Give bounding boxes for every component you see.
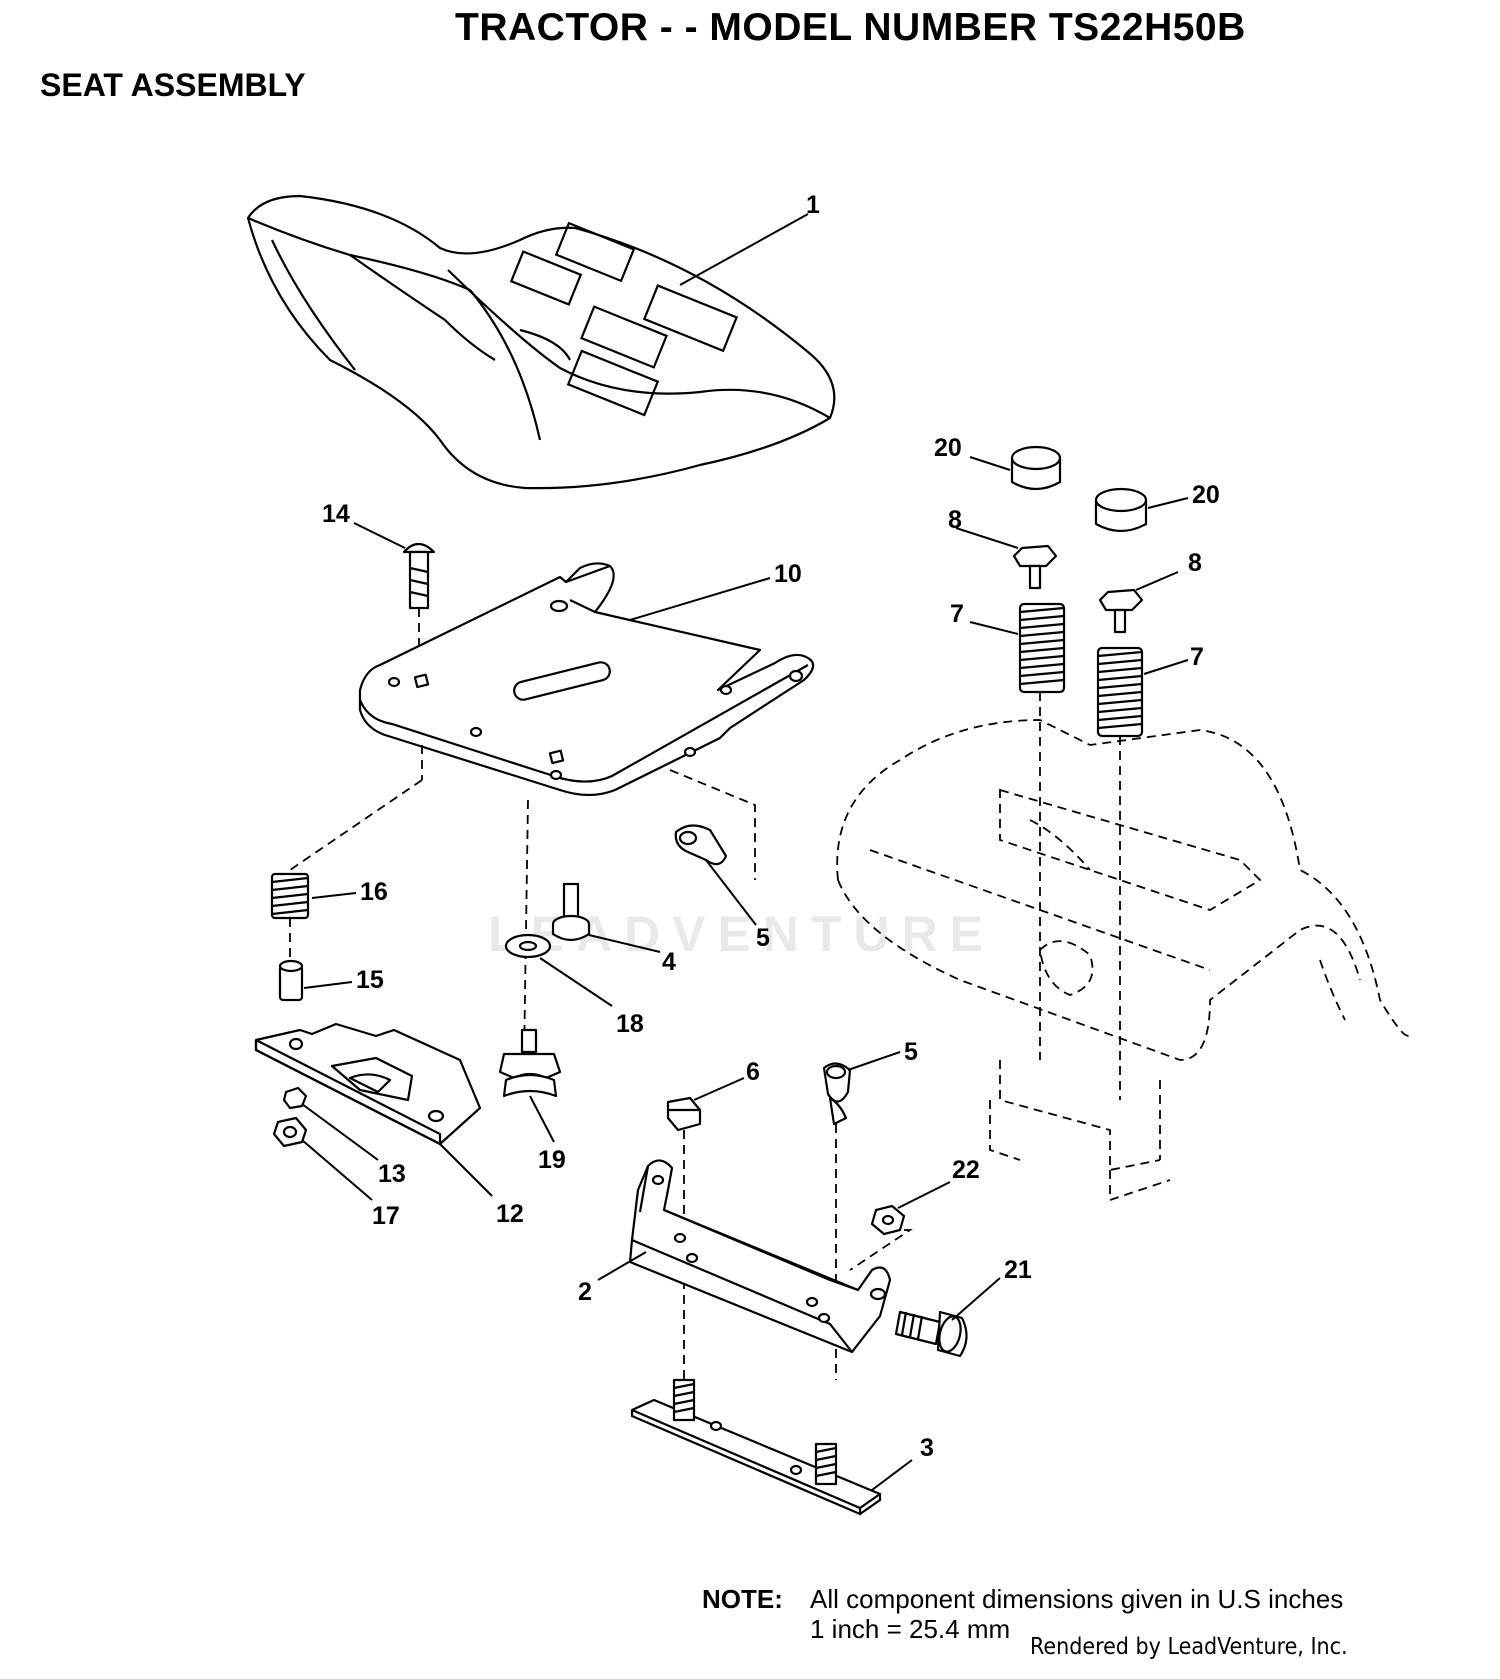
callout-22: 22 [952, 1156, 980, 1184]
callout-13: 13 [378, 1160, 406, 1188]
callout-12: 12 [496, 1200, 524, 1228]
callout-5b: 5 [904, 1038, 918, 1066]
washer-part: 18 [504, 933, 644, 1038]
callout-8a: 8 [948, 506, 962, 534]
fender-reference [836, 719, 1411, 1202]
seat-pan-part: 10 [289, 560, 815, 1061]
callout-20a: 20 [934, 434, 962, 462]
callout-14: 14 [322, 500, 350, 528]
callout-16: 16 [360, 878, 388, 906]
callout-7a: 7 [950, 600, 964, 628]
callout-2: 2 [578, 1278, 592, 1306]
callout-18: 18 [616, 1010, 644, 1038]
note-line-2: 1 inch = 25.4 mm [810, 1614, 1011, 1644]
nut-part-17: 17 [272, 1116, 400, 1230]
callout-10: 10 [774, 560, 802, 588]
callout-21: 21 [1004, 1256, 1032, 1284]
spacer-part-left: 20 [934, 434, 1062, 491]
small-spring-part: 16 [270, 872, 388, 970]
spring-part-right: 7 [1096, 643, 1204, 1100]
callout-19: 19 [538, 1146, 566, 1174]
callout-6: 6 [746, 1058, 760, 1086]
slide-bracket-part: 12 [254, 1022, 524, 1228]
callout-1: 1 [806, 191, 820, 219]
section-title: SEAT ASSEMBLY [40, 67, 306, 103]
nut-part-13: 13 [282, 1086, 406, 1188]
note-line-1: All component dimensions given in U.S in… [810, 1584, 1344, 1614]
callout-17: 17 [372, 1202, 400, 1230]
callout-15: 15 [356, 966, 384, 994]
hex-screw-part-right: 8 [1098, 549, 1202, 634]
knob-part: 19 [498, 1028, 566, 1174]
shoulder-bolt-part: 4 [551, 882, 676, 976]
callout-4: 4 [662, 948, 676, 976]
hex-screw-part-left: 8 [948, 506, 1058, 590]
clip-part-upper: 5 [674, 824, 770, 952]
callout-20b: 20 [1192, 481, 1220, 509]
seat-part: 1 [246, 191, 836, 490]
note-text: All component dimensions given in U.S in… [810, 1584, 1343, 1644]
bushing-part: 15 [278, 959, 384, 1002]
nut-part-22: 22 [849, 1156, 980, 1271]
dimension-note: NOTE: All component dimensions given in U… [702, 1584, 1343, 1644]
page-title: TRACTOR - - MODEL NUMBER TS22H50B [455, 6, 1246, 49]
spring-part-left: 7 [950, 600, 1066, 1060]
callout-7b: 7 [1190, 643, 1204, 671]
spacer-part-right: 20 [1094, 481, 1220, 533]
callout-3: 3 [920, 1434, 934, 1462]
note-label: NOTE: [702, 1584, 783, 1614]
callout-5a: 5 [756, 924, 770, 952]
credit-text: Rendered by LeadVenture, Inc. [1030, 1634, 1348, 1660]
shoulder-bolt-part-21: 21 [894, 1256, 1032, 1358]
callout-8b: 8 [1188, 549, 1202, 577]
base-plate-part: 3 [630, 1378, 934, 1516]
seat-bracket-part: 2 [578, 1159, 892, 1354]
